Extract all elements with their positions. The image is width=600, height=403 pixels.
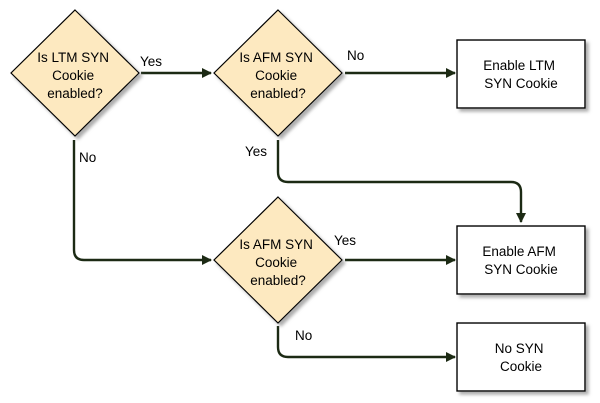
process-text: No SYN Cookie bbox=[495, 341, 548, 374]
decision-line-3: enabled? bbox=[47, 86, 103, 101]
edge-labels: Yes No No Yes Yes No bbox=[79, 48, 364, 343]
decision-text: Is AFM SYN Cookie enabled? bbox=[239, 237, 316, 288]
decision-text: Is AFM SYN Cookie enabled? bbox=[239, 50, 316, 101]
edge-ltm-to-afm-bottom bbox=[72, 140, 212, 265]
label-ltm-no: No bbox=[79, 150, 96, 165]
process-line-1: No SYN bbox=[495, 341, 544, 356]
decision-diamond bbox=[213, 9, 343, 137]
process-line-2: Cookie bbox=[500, 359, 542, 374]
decision-diamond bbox=[213, 196, 343, 324]
process-line-1: Enable AFM bbox=[482, 244, 556, 259]
process-text: Enable AFM SYN Cookie bbox=[482, 244, 559, 277]
decision-line-3: enabled? bbox=[250, 273, 306, 288]
process-no-syn-cookie: No SYN Cookie bbox=[456, 322, 586, 392]
decision-line-3: enabled? bbox=[250, 86, 306, 101]
label-afm-top-yes: Yes bbox=[245, 144, 267, 159]
decision-afm-syn-cookie-bottom: Is AFM SYN Cookie enabled? bbox=[213, 196, 343, 324]
label-afm-bottom-no: No bbox=[295, 328, 312, 343]
decision-line-2: Cookie bbox=[255, 68, 297, 83]
decision-line-1: Is LTM SYN bbox=[37, 50, 109, 65]
edges bbox=[72, 68, 526, 362]
decision-line-2: Cookie bbox=[52, 68, 94, 83]
decision-ltm-syn-cookie: Is LTM SYN Cookie enabled? bbox=[10, 9, 140, 137]
decision-afm-syn-cookie-top: Is AFM SYN Cookie enabled? bbox=[213, 9, 343, 137]
process-line-1: Enable LTM bbox=[483, 58, 555, 73]
decision-line-1: Is AFM SYN bbox=[239, 237, 313, 252]
label-ltm-yes: Yes bbox=[140, 54, 162, 69]
process-box bbox=[456, 322, 586, 392]
edge-afm-top-to-enable-afm bbox=[276, 140, 526, 223]
process-box bbox=[456, 39, 586, 109]
label-afm-bottom-yes: Yes bbox=[334, 233, 356, 248]
process-line-2: SYN Cookie bbox=[484, 262, 558, 277]
process-line-2: SYN Cookie bbox=[484, 76, 558, 91]
decision-line-1: Is AFM SYN bbox=[239, 50, 313, 65]
edge-afm-bottom-to-no-syn bbox=[276, 326, 456, 362]
decision-diamond bbox=[10, 9, 140, 137]
process-enable-afm-syn-cookie: Enable AFM SYN Cookie bbox=[456, 225, 586, 295]
process-enable-ltm-syn-cookie: Enable LTM SYN Cookie bbox=[456, 39, 586, 109]
process-text: Enable LTM SYN Cookie bbox=[483, 58, 559, 91]
decision-line-2: Cookie bbox=[255, 255, 297, 270]
label-afm-top-no: No bbox=[347, 48, 364, 63]
decision-text: Is LTM SYN Cookie enabled? bbox=[37, 50, 113, 101]
process-box bbox=[456, 225, 586, 295]
